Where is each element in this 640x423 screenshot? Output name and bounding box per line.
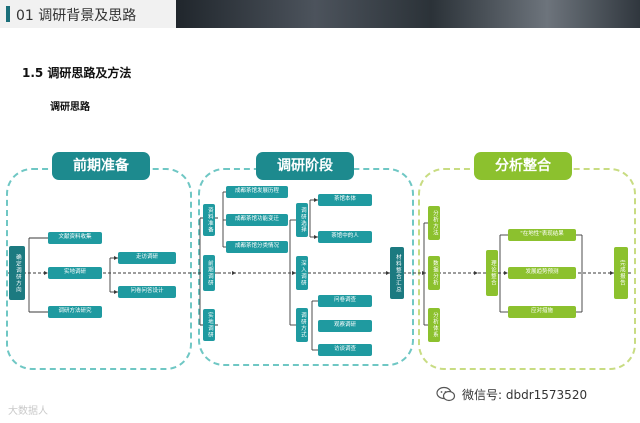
wechat-icon xyxy=(436,386,456,402)
node-start: 确定调研方向 xyxy=(9,246,25,300)
node-observation: 观察调研 xyxy=(318,320,372,332)
watermark-text: 大数据人 xyxy=(8,402,48,417)
node-field-research: 实地调研 xyxy=(48,267,102,279)
node-countermeasures: 应对措施 xyxy=(508,306,576,318)
node-deep-research: 深入调研 xyxy=(296,256,308,290)
node-analysis-method: 分析方法 xyxy=(428,206,440,240)
node-teahouse-function: 成都茶馆功能变迁 xyxy=(226,214,288,226)
node-questionnaire: 问卷调查 xyxy=(318,295,372,307)
wechat-id: 微信号: dbdr1573520 xyxy=(462,386,587,403)
stage-label-analysis: 分析整合 xyxy=(474,152,572,180)
stage-label-research: 调研阶段 xyxy=(256,152,354,180)
node-site-research: 实地调研 xyxy=(203,309,215,341)
node-finish-report: 完成报告 xyxy=(614,247,628,299)
node-teahouse-body: 茶馆本体 xyxy=(318,194,372,206)
node-research-mode: 调研方式 xyxy=(296,308,308,342)
node-data-analysis: 数据分析 xyxy=(428,256,440,290)
node-literature: 文献资料收集 xyxy=(48,232,102,244)
node-teahouse-types: 成都茶馆分类情况 xyxy=(226,241,288,253)
node-pre-research: 前期调研 xyxy=(203,255,215,291)
node-data-prep: 资料准备 xyxy=(203,204,215,236)
node-material-summary: 材料整合汇总 xyxy=(390,247,404,299)
node-interview: 访谈调查 xyxy=(318,344,372,356)
node-theory-integration: 理论整合 xyxy=(486,250,498,296)
node-questionnaire-design: 问卷问答设计 xyxy=(118,286,176,298)
stage-label-prep: 前期准备 xyxy=(52,152,150,180)
node-analysis-system: 分析体系 xyxy=(428,308,440,342)
node-teahouse-history: 成都茶馆发展历程 xyxy=(226,186,288,198)
node-visit: 走访调研 xyxy=(118,252,176,264)
node-teahouse-people: 茶馆中的人 xyxy=(318,231,372,243)
node-method-study: 调研方法研究 xyxy=(48,306,102,318)
node-research-choice: 调研选择 xyxy=(296,203,308,237)
node-trend-forecast: 发展趋势预测 xyxy=(508,267,576,279)
node-locality-result: "在地性"表现结果 xyxy=(508,229,576,241)
